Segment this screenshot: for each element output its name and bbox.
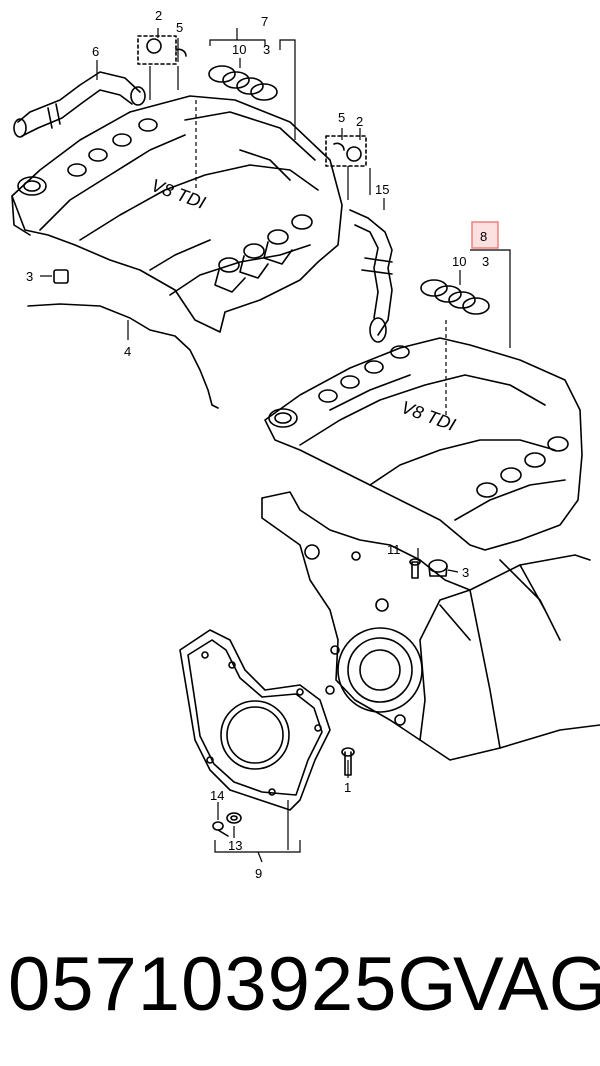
callout-3d: 3 — [462, 565, 469, 580]
callout-5b: 5 — [338, 110, 345, 125]
callout-5a: 5 — [176, 20, 183, 35]
callout-2a: 2 — [155, 8, 162, 23]
brand-name: VAG — [453, 942, 600, 1027]
engine-cover-upper — [11, 95, 343, 333]
callout-11: 11 — [387, 542, 401, 557]
engine-cover-lower — [264, 337, 583, 551]
callout-7: 7 — [261, 14, 268, 29]
callout-3a: 3 — [263, 42, 270, 57]
bolt-part-11 — [409, 558, 421, 579]
callout-13: 13 — [228, 838, 242, 853]
cover-logo-upper: V8 TDI — [149, 175, 208, 213]
hose-part-15 — [349, 209, 393, 343]
callout-labels: 2 5 7 10 3 6 5 2 15 3 4 8 10 3 11 3 1 14… — [26, 8, 489, 881]
callout-1: 1 — [344, 780, 351, 795]
timing-cover-part-9 — [179, 629, 331, 811]
callout-3c: 3 — [482, 254, 489, 269]
callout-8: 8 — [480, 229, 487, 244]
callout-3b: 3 — [26, 269, 33, 284]
nut-part-13 — [226, 812, 242, 824]
grommet-part-3-upper — [53, 269, 69, 284]
wire-part-4 — [27, 303, 219, 409]
leader-lines — [40, 28, 511, 863]
footer: 057103925G VAG — [0, 930, 600, 1040]
seal-rings-upper — [208, 65, 278, 101]
clamp-part-2-middle — [325, 135, 367, 167]
clamp-part-2-upper — [137, 35, 187, 65]
cover-logo-lower: V8 TDI — [399, 397, 458, 435]
callout-2b: 2 — [356, 114, 363, 129]
callout-9: 9 — [255, 866, 262, 881]
callout-14: 14 — [210, 788, 224, 803]
hose-part-6 — [13, 71, 146, 138]
callout-10b: 10 — [452, 254, 466, 269]
callout-4: 4 — [124, 344, 131, 359]
bolt-part-14 — [212, 821, 229, 837]
callout-6: 6 — [92, 44, 99, 59]
seal-rings-lower — [420, 279, 490, 315]
part-number: 057103925G — [8, 942, 458, 1027]
callout-10a: 10 — [232, 42, 246, 57]
highlight-box-8 — [471, 221, 499, 249]
engine-block — [261, 491, 600, 761]
callout-15: 15 — [375, 182, 389, 197]
nut-part-3-lower — [428, 559, 448, 577]
